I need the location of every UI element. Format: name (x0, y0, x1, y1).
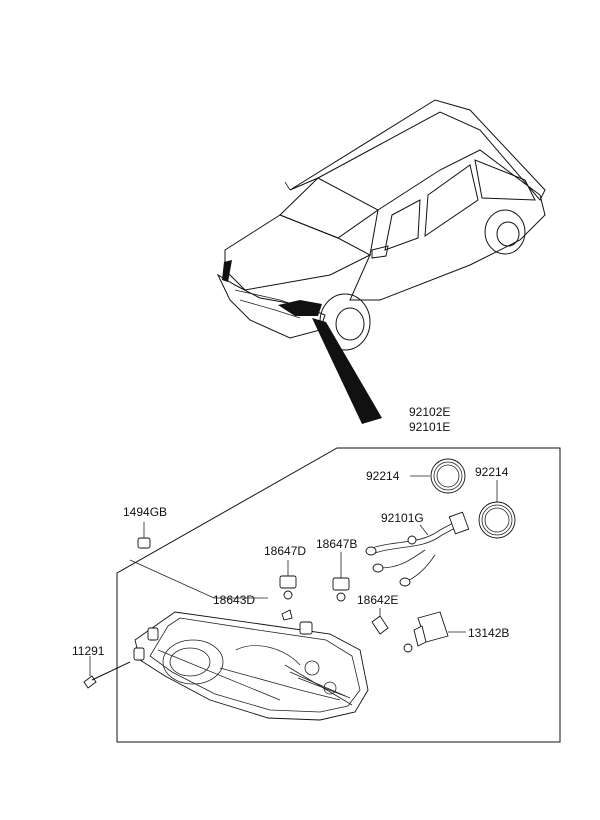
socket-ring-left (430, 458, 466, 494)
callout-pointer (312, 318, 382, 424)
left-headlight-highlight (222, 260, 232, 282)
label-bulb-e: 18642E (357, 593, 398, 607)
screw-part (83, 661, 131, 689)
label-socket-left: 92214 (366, 469, 400, 483)
vehicle-illustration (216, 99, 546, 351)
wiring-harness (365, 511, 470, 587)
label-bulb-d: 18647D (264, 544, 306, 558)
label-harness: 92101G (381, 511, 424, 525)
bulb-18643d (281, 609, 293, 621)
label-socket-right: 92214 (475, 465, 509, 479)
label-clip: 1494GB (123, 505, 167, 519)
label-assembly-2: 92101E (409, 420, 450, 434)
hid-bulb (403, 611, 466, 653)
label-hid-bulb: 13142B (468, 626, 509, 640)
label-bulb-side: 18643D (213, 593, 255, 607)
headlamp-assembly (133, 611, 369, 721)
parts-frame (116, 447, 561, 743)
headlight-highlight (278, 300, 322, 316)
socket-ring-right (478, 501, 516, 539)
label-screw: 11291 (72, 644, 105, 658)
label-bulb-b: 18647B (316, 537, 357, 551)
bulb-18647d (279, 560, 297, 600)
clip-part (137, 522, 151, 549)
bulb-18642e (371, 608, 389, 635)
label-assembly-1: 92102E (409, 405, 450, 419)
bulb-18647b (332, 552, 350, 602)
